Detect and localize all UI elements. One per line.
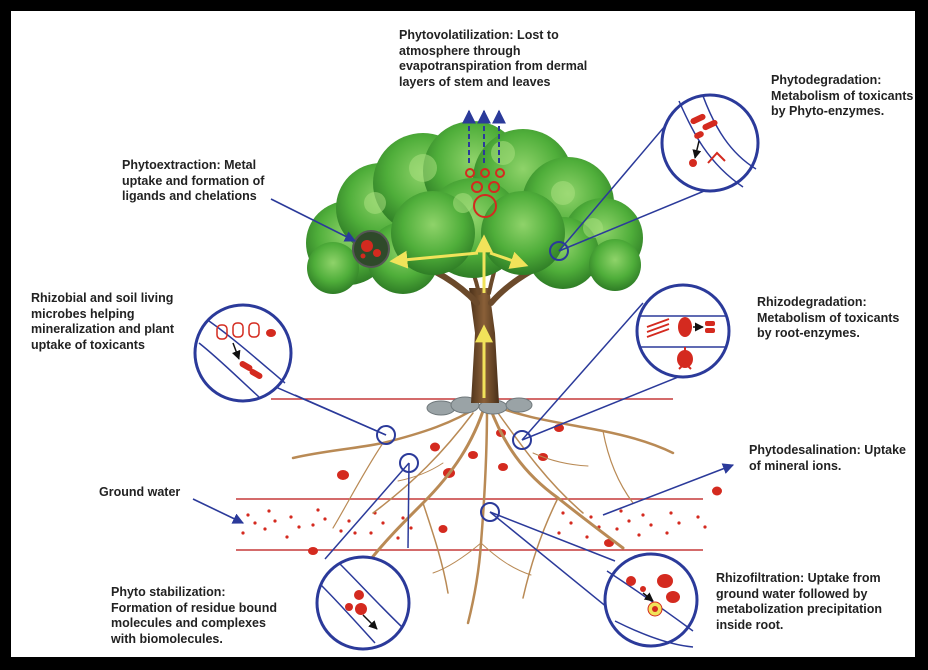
label-line: molecules and complexes [111, 616, 266, 630]
label-line: Phyto stabilization: [111, 585, 226, 599]
label-line: Rhizofiltration: Uptake from [716, 571, 881, 585]
label-line: Rhizobial and soil living [31, 291, 174, 305]
label-line: metabolization precipitation [716, 602, 882, 616]
phytoremediation-illustration [192, 93, 760, 651]
label-line: layers of stem and leaves [399, 74, 551, 89]
phytodegradation-zoom [660, 93, 760, 193]
phytodegradation-label: Phytodegradation: Metabolism of toxicant… [771, 73, 913, 120]
label-line: Phytovolatilization: Lost to [399, 28, 559, 42]
label-line: Phytoextraction: Metal [122, 158, 257, 172]
label-line: ground water followed by [716, 586, 868, 601]
label-line: Ground water [99, 485, 181, 499]
rhizofiltration-zoom [603, 552, 699, 648]
phytostabilization-zoom [315, 555, 411, 651]
label-arrows [192, 198, 735, 524]
canopy-highlights [364, 141, 603, 238]
stones [426, 396, 533, 416]
label-line: uptake of toxicants [31, 337, 145, 352]
label-line: Phytodegradation: [771, 73, 882, 87]
label-line: mineralization and plant [31, 322, 175, 336]
metal-chelation-spot [352, 230, 390, 268]
label-line: uptake and formation of [122, 173, 265, 188]
label-line: by root-enzymes. [757, 326, 860, 340]
anchor-circles [376, 241, 569, 522]
phytoextraction-label: Phytoextraction: Metal uptake and format… [122, 158, 264, 205]
label-line: of mineral ions. [749, 458, 842, 473]
label-line: with biomolecules. [111, 631, 223, 646]
label-line: evapotranspiration from dermal [399, 59, 588, 73]
label-line: ligands and chelations [122, 189, 257, 203]
label-line: inside root. [716, 617, 784, 632]
label-line: Formation of residue bound [111, 600, 277, 615]
label-line: Rhizodegradation: [757, 295, 867, 309]
label-line: atmosphere through [399, 43, 521, 58]
label-line: Phytodesalination: Uptake [749, 443, 906, 457]
rhizobial-zoom [193, 303, 293, 403]
phytodesalination-label: Phytodesalination: Uptake of mineral ion… [749, 443, 906, 474]
ground-water-label: Ground water [99, 485, 180, 501]
diagram-frame: Phytovolatilization: Lost to atmosphere … [8, 8, 918, 660]
volatile-bubbles [465, 168, 505, 218]
rhizodegradation-label: Rhizodegradation: Metabolism of toxicant… [757, 295, 899, 342]
rhizobial-label: Rhizobial and soil living microbes helpi… [31, 291, 174, 353]
rhizofiltration-label: Rhizofiltration: Uptake from ground wate… [716, 571, 882, 633]
label-line: Metabolism of toxicants [771, 88, 914, 103]
volatilization-up-arrows [462, 109, 506, 163]
toxicant-droplets [308, 424, 722, 555]
transport-arrows [389, 234, 529, 398]
label-line: Metabolism of toxicants [757, 310, 900, 325]
label-line: by Phyto-enzymes. [771, 104, 885, 118]
label-line: microbes helping [31, 306, 135, 321]
rhizodegradation-zoom [635, 283, 731, 379]
phytostabilization-label: Phyto stabilization: Formation of residu… [111, 585, 277, 647]
phytovolatilization-label: Phytovolatilization: Lost to atmosphere … [399, 28, 587, 90]
